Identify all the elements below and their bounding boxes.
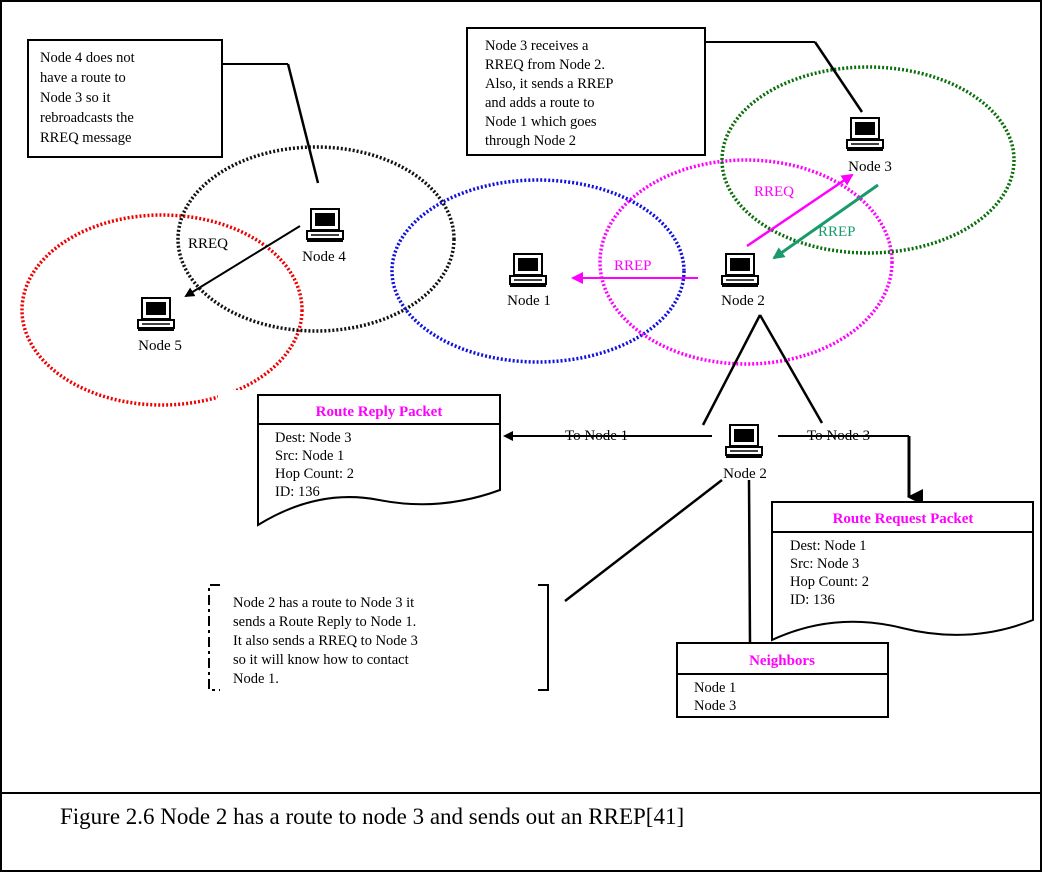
text-line: have a route to (40, 70, 126, 86)
figure-caption: Figure 2.6 Node 2 has a route to node 3 … (60, 804, 685, 829)
text-line: Hop Count: 2 (275, 466, 354, 482)
text-line: ID: 136 (275, 484, 320, 500)
node4-range-circle (176, 145, 456, 333)
node2-label: Node 2 (721, 293, 765, 309)
node5-range-circle (20, 213, 304, 407)
text-line: Node 3 so it (40, 90, 110, 106)
node4-label: Node 4 (302, 249, 346, 265)
text-line: Src: Node 1 (275, 448, 344, 464)
route-request-title: Route Request Packet (833, 511, 974, 527)
node2-range-circle (598, 158, 894, 366)
text-line: Dest: Node 1 (790, 538, 867, 554)
route-reply-packet: Route Reply Packet Dest: Node 3 Src: Node… (257, 394, 501, 527)
node2: Node 2 (721, 253, 765, 309)
note-connector (564, 479, 723, 602)
neighbors-title: Neighbors (749, 653, 815, 669)
text-line: and adds a route to (485, 95, 595, 111)
rrep-label-node3: RREP (818, 224, 856, 240)
node1: Node 1 (507, 253, 551, 309)
text-line: RREQ message (40, 130, 131, 146)
text-line: Src: Node 3 (790, 556, 859, 572)
node1-label: Node 1 (507, 293, 551, 309)
text-line: Node 3 receives a (485, 38, 589, 54)
text-line: Node 2 has a route to Node 3 it (233, 595, 414, 611)
node3: Node 3 (846, 117, 892, 175)
neighbors-table: Neighbors Node 1 Node 3 (676, 642, 889, 718)
text-line: sends a Route Reply to Node 1. (233, 614, 416, 630)
node3-callout: Node 3 receives a RREQ from Node 2. Also, … (466, 27, 864, 156)
route-reply-title: Route Reply Packet (316, 404, 443, 420)
zoom-line-right (758, 314, 824, 424)
to-node1-label: To Node 1 (565, 428, 628, 444)
text-line: RREQ from Node 2. (485, 57, 605, 73)
node2-note: Node 2 has a route to Node 3 it sends a R… (208, 584, 549, 691)
rreq-label-node4: RREQ (188, 236, 228, 252)
text-line: It also sends a RREQ to Node 3 (233, 633, 418, 649)
computer-icon (137, 297, 175, 332)
node2-detail-label: Node 2 (723, 466, 767, 482)
rrep-label-node2: RREP (614, 258, 652, 274)
text-line: through Node 2 (485, 133, 576, 149)
node2-detail: Node 2 (723, 424, 767, 482)
rreq-arrow-node2-to-node3 (746, 173, 854, 248)
rreq-label-node2: RREQ (754, 184, 794, 200)
text-line: Node 1. (233, 671, 279, 687)
text-line: rebroadcasts the (40, 110, 134, 126)
node5: Node 5 (137, 297, 182, 354)
rrep-arrow-node3-to-node2 (772, 183, 879, 260)
rreq-arrow-node4-to-node5 (184, 225, 301, 298)
node3-range-circle (720, 65, 1016, 255)
text-line: Node 1 (694, 680, 736, 696)
node3-label: Node 3 (848, 159, 892, 175)
route-request-packet: Route Request Packet Dest: Node 1 Src: No… (771, 501, 1034, 642)
text-line: Also, it sends a RREP (485, 76, 614, 92)
computer-icon (725, 424, 763, 459)
to-node3-label: To Node 3 (807, 428, 870, 444)
computer-icon (721, 253, 759, 288)
text-line: Node 4 does not (40, 50, 135, 66)
computer-icon (306, 208, 344, 243)
computer-icon (846, 117, 884, 152)
text-line: Dest: Node 3 (275, 430, 352, 446)
node5-label: Node 5 (138, 338, 182, 354)
node4: Node 4 (302, 208, 346, 265)
text-line: Node 1 which goes (485, 114, 597, 130)
text-line: Node 3 (694, 698, 736, 714)
zoom-line-left (701, 314, 762, 426)
text-line: Hop Count: 2 (790, 574, 869, 590)
node4-callout: Node 4 does not have a route to Node 3 so … (27, 39, 320, 184)
computer-icon (509, 253, 547, 288)
node1-range-circle (390, 178, 686, 364)
text-line: ID: 136 (790, 592, 835, 608)
neighbors-connector (747, 479, 752, 644)
text-line: so it will know how to contact (233, 652, 409, 668)
